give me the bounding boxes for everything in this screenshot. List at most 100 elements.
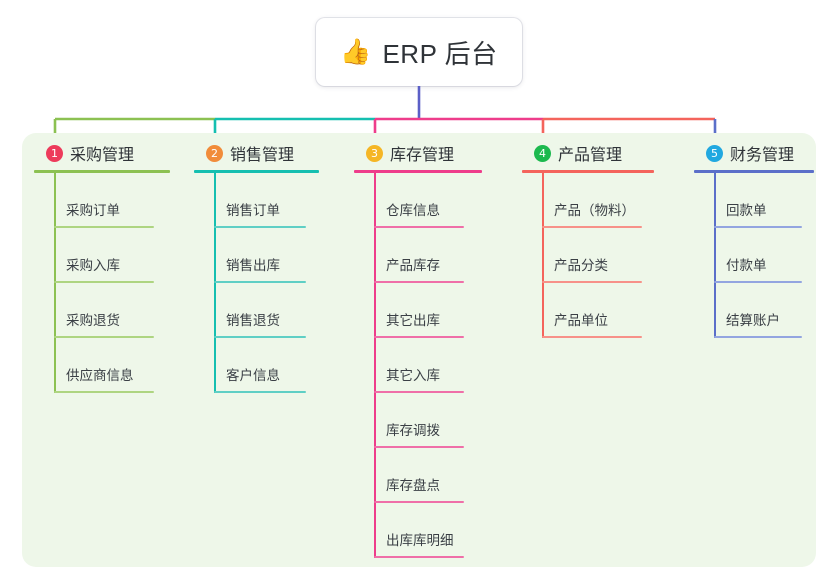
- branch-item-list: 回款单付款单结算账户: [694, 173, 814, 338]
- branch-item-label: 采购退货: [66, 313, 120, 328]
- branch-item[interactable]: 其它入库: [354, 338, 482, 393]
- branch-column: 4 产品管理产品（物料） 产品分类产品单位: [522, 133, 654, 338]
- branch-item[interactable]: 回款单: [694, 173, 814, 228]
- branch-spine: [214, 173, 216, 393]
- branch-item-label: 产品分类: [554, 258, 608, 273]
- branch-item-underline: [54, 281, 154, 283]
- branch-item-underline: [714, 226, 802, 228]
- branch-number-badge: 4: [534, 144, 551, 162]
- branch-item-label: 库存调拨: [386, 423, 440, 438]
- branch-column: 2 销售管理销售订单销售出库销售退货客户信息: [194, 133, 319, 393]
- branch-item[interactable]: 库存盘点: [354, 448, 482, 503]
- branch-underline: [694, 170, 814, 173]
- branch-item[interactable]: 销售出库: [194, 228, 319, 283]
- branch-item-label: 其它入库: [386, 368, 440, 383]
- branch-item-label: 销售退货: [226, 313, 280, 328]
- branch-item[interactable]: 产品库存: [354, 228, 482, 283]
- branch-title: 销售管理: [230, 147, 295, 164]
- branch-item[interactable]: 供应商信息: [34, 338, 170, 393]
- branch-item-underline: [714, 336, 802, 338]
- branch-item-label: 销售订单: [226, 203, 280, 218]
- branch-item-label: 产品单位: [554, 313, 608, 328]
- branch-item-label: 回款单: [726, 203, 767, 218]
- branch-item-label: 产品（物料）: [554, 203, 635, 218]
- branch-item[interactable]: 库存调拨: [354, 393, 482, 448]
- branch-item-label: 销售出库: [226, 258, 280, 273]
- branch-column: 5 财务管理回款单付款单结算账户: [694, 133, 814, 338]
- branch-header[interactable]: 2 销售管理: [194, 133, 319, 173]
- branch-item-underline: [714, 281, 802, 283]
- branch-item-list: 产品（物料） 产品分类产品单位: [522, 173, 654, 338]
- branch-column: 1 采购管理采购订单采购入库采购退货供应商信息: [34, 133, 170, 393]
- branch-item-label: 产品库存: [386, 258, 440, 273]
- branch-underline: [194, 170, 319, 173]
- branch-item[interactable]: 采购入库: [34, 228, 170, 283]
- branch-item[interactable]: 结算账户: [694, 283, 814, 338]
- branch-number-badge: 1: [46, 144, 63, 162]
- branch-item[interactable]: 仓库信息: [354, 173, 482, 228]
- thumbs-up-emoji-icon: 👍: [340, 37, 372, 66]
- branch-title: 库存管理: [390, 147, 455, 164]
- branch-item-underline: [374, 226, 464, 228]
- branch-item-underline: [374, 556, 464, 558]
- branch-item[interactable]: 产品单位: [522, 283, 654, 338]
- branch-item-list: 销售订单销售出库销售退货客户信息: [194, 173, 319, 393]
- branch-item[interactable]: 客户信息: [194, 338, 319, 393]
- branch-item-underline: [542, 336, 642, 338]
- branch-item-label: 其它出库: [386, 313, 440, 328]
- branch-underline: [354, 170, 482, 173]
- branch-spine: [374, 173, 376, 558]
- branch-item-list: 采购订单采购入库采购退货供应商信息: [34, 173, 170, 393]
- branch-title: 采购管理: [70, 147, 135, 164]
- branch-underline: [522, 170, 654, 173]
- branch-item-label: 客户信息: [226, 368, 280, 383]
- branch-item[interactable]: 采购订单: [34, 173, 170, 228]
- branch-item[interactable]: 产品（物料）: [522, 173, 654, 228]
- branch-title: 财务管理: [730, 147, 795, 164]
- branch-item-underline: [214, 226, 306, 228]
- branch-title: 产品管理: [558, 147, 623, 164]
- branch-number-badge: 2: [206, 144, 223, 162]
- branch-columns: 1 采购管理采购订单采购入库采购退货供应商信息 2 销售管理销售订单销售出库销售退货客…: [22, 133, 816, 567]
- branch-item-underline: [374, 446, 464, 448]
- branch-item-underline: [214, 391, 306, 393]
- branch-number-badge: 5: [706, 144, 723, 162]
- branch-number-badge: 3: [366, 144, 383, 162]
- branch-header[interactable]: 5 财务管理: [694, 133, 814, 173]
- root-node-title: ERP 后台: [382, 38, 498, 69]
- branch-item-label: 出库库明细: [386, 533, 454, 548]
- root-node[interactable]: 👍 ERP 后台: [316, 18, 522, 86]
- branch-column: 3 库存管理仓库信息产品库存其它出库其它入库库存调拨库存盘点出库库明细: [354, 133, 482, 558]
- branch-item[interactable]: 出库库明细: [354, 503, 482, 558]
- branch-item[interactable]: 产品分类: [522, 228, 654, 283]
- branch-item-underline: [54, 391, 154, 393]
- branch-item-underline: [374, 391, 464, 393]
- branch-header[interactable]: 1 采购管理: [34, 133, 170, 173]
- branch-item[interactable]: 付款单: [694, 228, 814, 283]
- branch-header[interactable]: 4 产品管理: [522, 133, 654, 173]
- branch-item-label: 仓库信息: [386, 203, 440, 218]
- branch-item-underline: [542, 226, 642, 228]
- branch-item-underline: [54, 336, 154, 338]
- branch-spine: [542, 173, 544, 338]
- branch-item-list: 仓库信息产品库存其它出库其它入库库存调拨库存盘点出库库明细: [354, 173, 482, 558]
- branch-item-underline: [214, 336, 306, 338]
- canvas-panel: [22, 133, 816, 567]
- branch-item-label: 结算账户: [726, 313, 780, 328]
- branch-spine: [54, 173, 56, 393]
- branch-item-underline: [542, 281, 642, 283]
- branch-item-label: 库存盘点: [386, 478, 440, 493]
- branch-item[interactable]: 其它出库: [354, 283, 482, 338]
- branch-item-underline: [374, 501, 464, 503]
- branch-item-underline: [214, 281, 306, 283]
- branch-header[interactable]: 3 库存管理: [354, 133, 482, 173]
- branch-item-underline: [374, 336, 464, 338]
- branch-item-label: 付款单: [726, 258, 767, 273]
- branch-item[interactable]: 采购退货: [34, 283, 170, 338]
- root-node-content: 👍 ERP 后台: [340, 34, 497, 71]
- branch-underline: [34, 170, 170, 173]
- branch-spine: [714, 173, 716, 338]
- branch-item[interactable]: 销售退货: [194, 283, 319, 338]
- branch-item[interactable]: 销售订单: [194, 173, 319, 228]
